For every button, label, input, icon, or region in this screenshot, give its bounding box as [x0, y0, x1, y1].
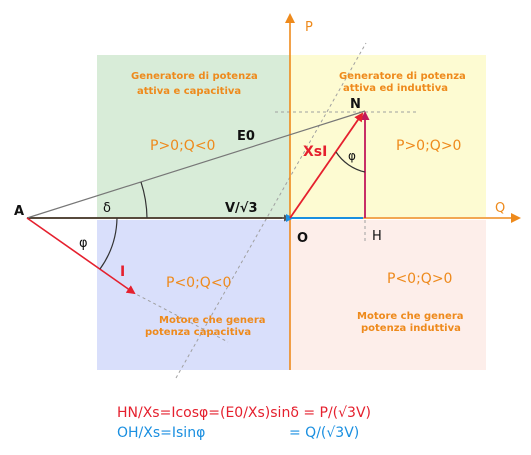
p-axis-label: P [305, 20, 313, 35]
phi-angle-arc-right [335, 151, 366, 173]
delta-angle-arc [140, 181, 148, 219]
equation-line-2-left: OH/Xs=Isinφ [117, 425, 205, 441]
q4-title-line1: Motore che genera [357, 311, 464, 322]
xsi-phasor [289, 112, 364, 219]
equation-line-1: HN/Xs=Icosφ=(E0/Xs)sinδ = P/(√3V) [117, 405, 371, 421]
current-phasor [26, 217, 136, 295]
q4-title-line2: potenza induttiva [361, 323, 461, 334]
quadrant-q1-background [290, 55, 486, 217]
quadrant-q2-background [97, 55, 290, 217]
q4-sign-label: P<0;Q>0 [387, 271, 452, 287]
q3-sign-label: P<0;Q<0 [166, 275, 231, 291]
q3-title-line1: Motore che genera [159, 315, 266, 326]
q2-title-line2: attiva e capacitiva [137, 86, 241, 97]
phi-angle-arc-left [99, 217, 118, 270]
dashed-current-extension [131, 291, 229, 343]
voltage-label: V/√3 [225, 201, 258, 216]
phi-symbol-left: φ [79, 236, 88, 251]
xsi-label: XsI [303, 144, 327, 160]
q2-title-line1: Generatore di potenza [131, 71, 258, 82]
point-a-label: A [14, 204, 24, 219]
point-n-label: N [350, 97, 361, 112]
q2-sign-label: P>0;Q<0 [150, 138, 215, 154]
q1-sign-label: P>0;Q>0 [396, 138, 461, 154]
quadrant-q4-background [290, 220, 486, 370]
q1-title-line2: attiva ed induttiva [343, 83, 448, 94]
quadrant-q3-background [97, 220, 290, 370]
point-o-label: O [297, 231, 308, 246]
dashed-diagonal-guide [175, 42, 367, 379]
equation-line-2-right: = Q/(√3V) [289, 425, 359, 441]
q1-title-line1: Generatore di potenza [339, 71, 466, 82]
q-axis-label: Q [495, 201, 505, 216]
q3-title-line2: potenza capacitiva [145, 327, 251, 338]
delta-symbol: δ [103, 201, 111, 216]
e0-phasor-line [26, 110, 366, 219]
point-h-label: H [372, 229, 382, 244]
e0-label: E0 [237, 129, 255, 144]
phi-symbol-right: φ [348, 149, 356, 163]
current-label: I [120, 264, 125, 280]
guide-lines [131, 42, 418, 379]
